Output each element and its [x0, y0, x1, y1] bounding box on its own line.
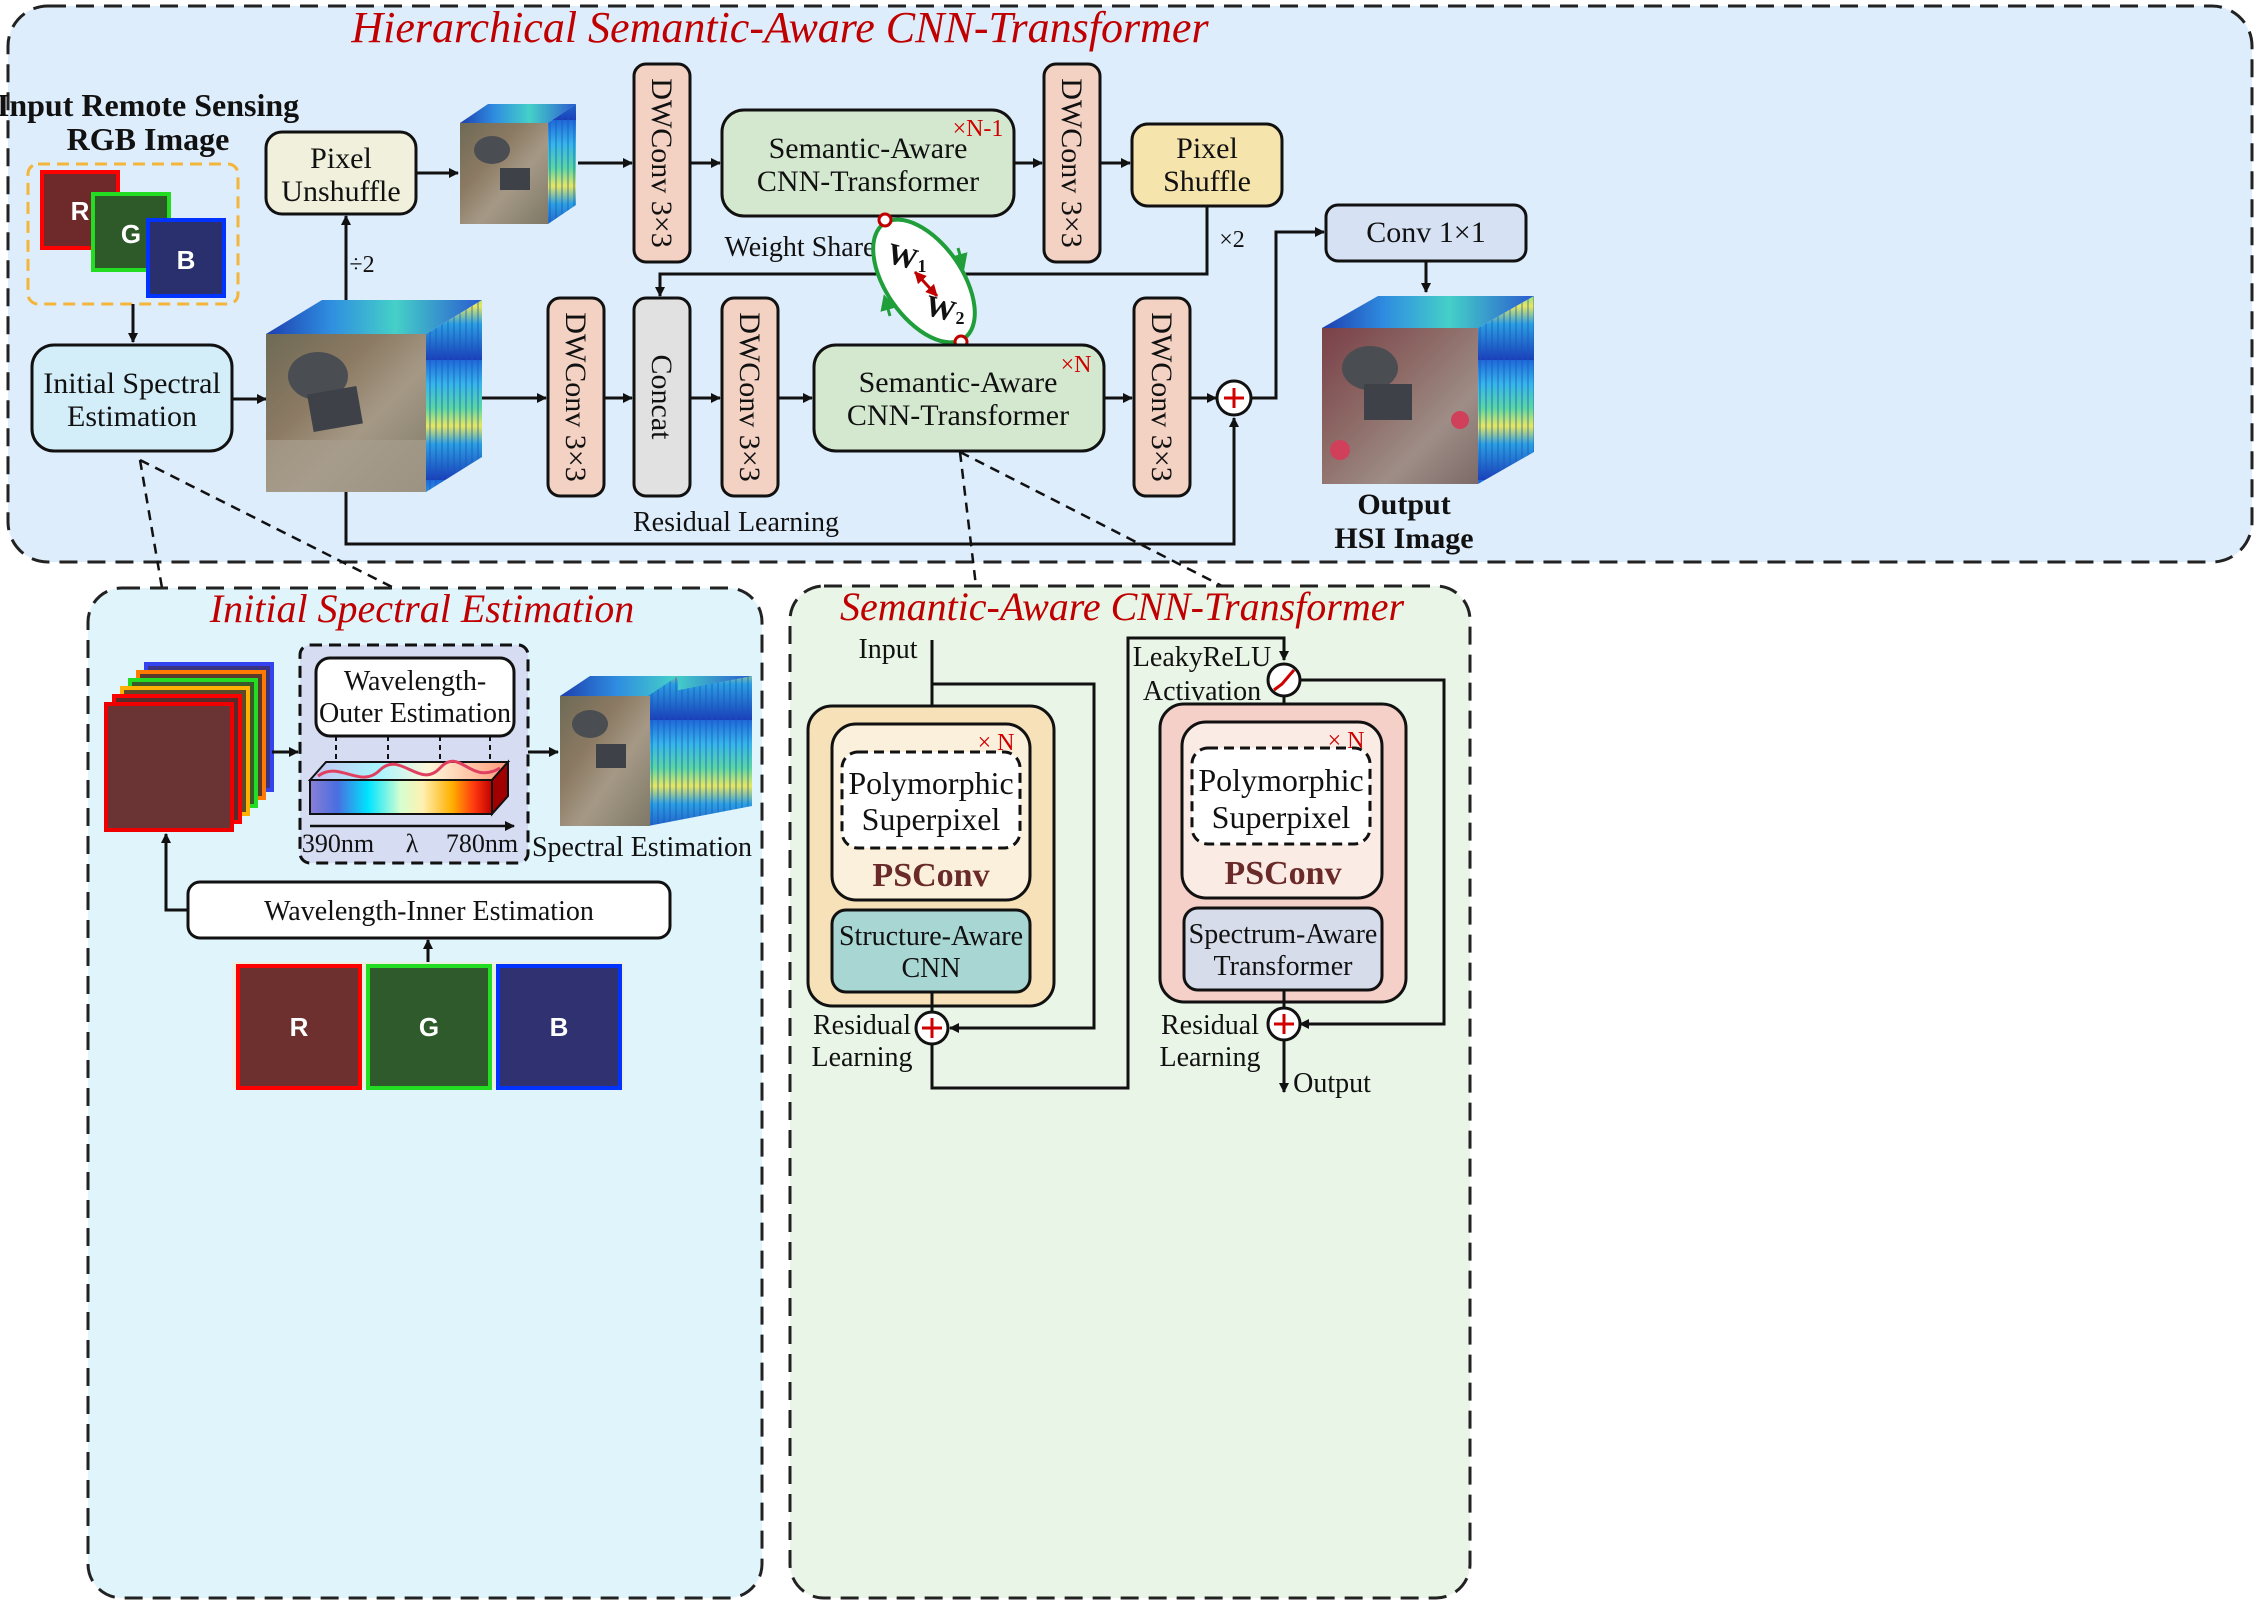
svg-text:390nm: 390nm: [302, 829, 374, 858]
activation-label: Activation: [1143, 676, 1261, 707]
input-rgb-box: [26, 162, 240, 306]
svg-text:DWConv 3×3: DWConv 3×3: [1055, 78, 1088, 247]
right-psconv-label: PSConv: [1224, 855, 1341, 892]
weight-share-label: Weight Share: [725, 232, 876, 263]
svg-text:Shuffle: Shuffle: [1163, 165, 1251, 198]
left-add-node: [914, 1010, 950, 1046]
right-polymorphic-box: [1190, 746, 1372, 846]
svg-text:1: 1: [918, 256, 927, 276]
svg-text:Wavelength-: Wavelength-: [344, 666, 486, 697]
repeat-n1-label: ×N-1: [953, 116, 1004, 142]
svg-text:2: 2: [956, 308, 965, 328]
pixel-unshuffle-line2: Unshuffle: [281, 175, 400, 208]
unshuffled-hsi-cube: [460, 104, 576, 224]
svg-text:B: B: [550, 1012, 569, 1042]
sact-title: Semantic-Aware CNN-Transformer: [840, 584, 1405, 629]
svg-text:R: R: [290, 1012, 309, 1042]
svg-text:Learning: Learning: [1159, 1042, 1260, 1073]
svg-text:Superpixel: Superpixel: [1212, 799, 1351, 835]
output-label-line1: Output: [1357, 488, 1450, 521]
repeat-n-label: ×N: [1061, 352, 1092, 378]
svg-text:Residual: Residual: [813, 1010, 911, 1041]
input-label-line2: RGB Image: [67, 121, 230, 157]
ise-g-channel: G: [366, 964, 492, 1090]
ise-panel: [86, 586, 764, 1600]
svg-text:DWConv 3×3: DWConv 3×3: [559, 312, 592, 481]
svg-text:DWConv 3×3: DWConv 3×3: [1145, 312, 1178, 481]
svg-text:DWConv 3×3: DWConv 3×3: [645, 78, 678, 247]
top-title: Hierarchical Semantic-Aware CNN-Transfor…: [350, 3, 1209, 52]
pixel-unshuffle-line1: Pixel: [310, 142, 372, 175]
svg-text:CNN: CNN: [901, 953, 960, 984]
ise-r-channel: R: [236, 964, 362, 1090]
svg-text:Polymorphic: Polymorphic: [848, 765, 1013, 801]
output-label-line2: HSI Image: [1334, 522, 1473, 555]
svg-text:Superpixel: Superpixel: [862, 801, 1001, 837]
svg-text:CNN-Transformer: CNN-Transformer: [757, 165, 979, 198]
svg-text:Outer Estimation: Outer Estimation: [319, 698, 511, 729]
spectral-layer-stack: [104, 662, 274, 832]
sact-input-label: Input: [858, 634, 917, 665]
svg-text:Learning: Learning: [811, 1042, 912, 1073]
div2-label: ÷2: [349, 252, 374, 278]
input-label-line1: Input Remote Sensing: [0, 87, 299, 123]
right-add-node: [1266, 1006, 1302, 1042]
leaky-relu-label: LeakyReLU: [1133, 642, 1271, 673]
svg-text:Polymorphic: Polymorphic: [1198, 762, 1363, 798]
output-hsi-cube: [1322, 296, 1534, 484]
svg-text:CNN-Transformer: CNN-Transformer: [847, 399, 1069, 432]
svg-text:R: R: [71, 196, 90, 226]
input-b-channel: B: [146, 218, 226, 298]
leaky-relu-icon: [1266, 662, 1302, 698]
svg-text:B: B: [177, 245, 196, 275]
spectral-estimation-label: Spectral Estimation: [532, 832, 752, 863]
svg-text:G: G: [121, 219, 141, 249]
svg-text:Residual: Residual: [1161, 1010, 1259, 1041]
initial-spectral-line1: Initial Spectral: [43, 367, 220, 400]
wavelength-outer-box: [314, 656, 516, 738]
svg-text:Wavelength-Inner Estimation: Wavelength-Inner Estimation: [264, 896, 594, 927]
initial-hsi-cube: [266, 300, 482, 492]
initial-spectral-line2: Estimation: [67, 400, 197, 433]
spectral-estimation-cube: [560, 676, 752, 826]
sact-output-label: Output: [1293, 1068, 1371, 1099]
svg-text:Spectrum-Aware: Spectrum-Aware: [1189, 919, 1378, 950]
svg-text:DWConv 3×3: DWConv 3×3: [733, 312, 766, 481]
times2-label: ×2: [1219, 227, 1245, 253]
svg-text:Concat: Concat: [645, 355, 678, 441]
svg-text:Semantic-Aware: Semantic-Aware: [769, 132, 968, 165]
svg-text:Pixel: Pixel: [1176, 132, 1238, 165]
svg-text:λ: λ: [406, 829, 419, 858]
svg-text:G: G: [419, 1012, 439, 1042]
residual-learning-label: Residual Learning: [633, 507, 839, 538]
ise-title: Initial Spectral Estimation: [209, 586, 634, 631]
spectrum-bar: [307, 759, 511, 817]
weight-share-ellipse: W 1 W 2: [871, 212, 977, 350]
svg-text:Structure-Aware: Structure-Aware: [839, 921, 1023, 952]
svg-text:Conv 1×1: Conv 1×1: [1366, 216, 1485, 249]
svg-text:Semantic-Aware: Semantic-Aware: [859, 366, 1058, 399]
svg-text:780nm: 780nm: [446, 829, 518, 858]
ise-b-channel: B: [496, 964, 622, 1090]
residual-add-node: [1215, 379, 1253, 417]
svg-text:Transformer: Transformer: [1214, 951, 1354, 982]
left-psconv-label: PSConv: [872, 857, 989, 894]
left-polymorphic-box: [840, 750, 1022, 850]
